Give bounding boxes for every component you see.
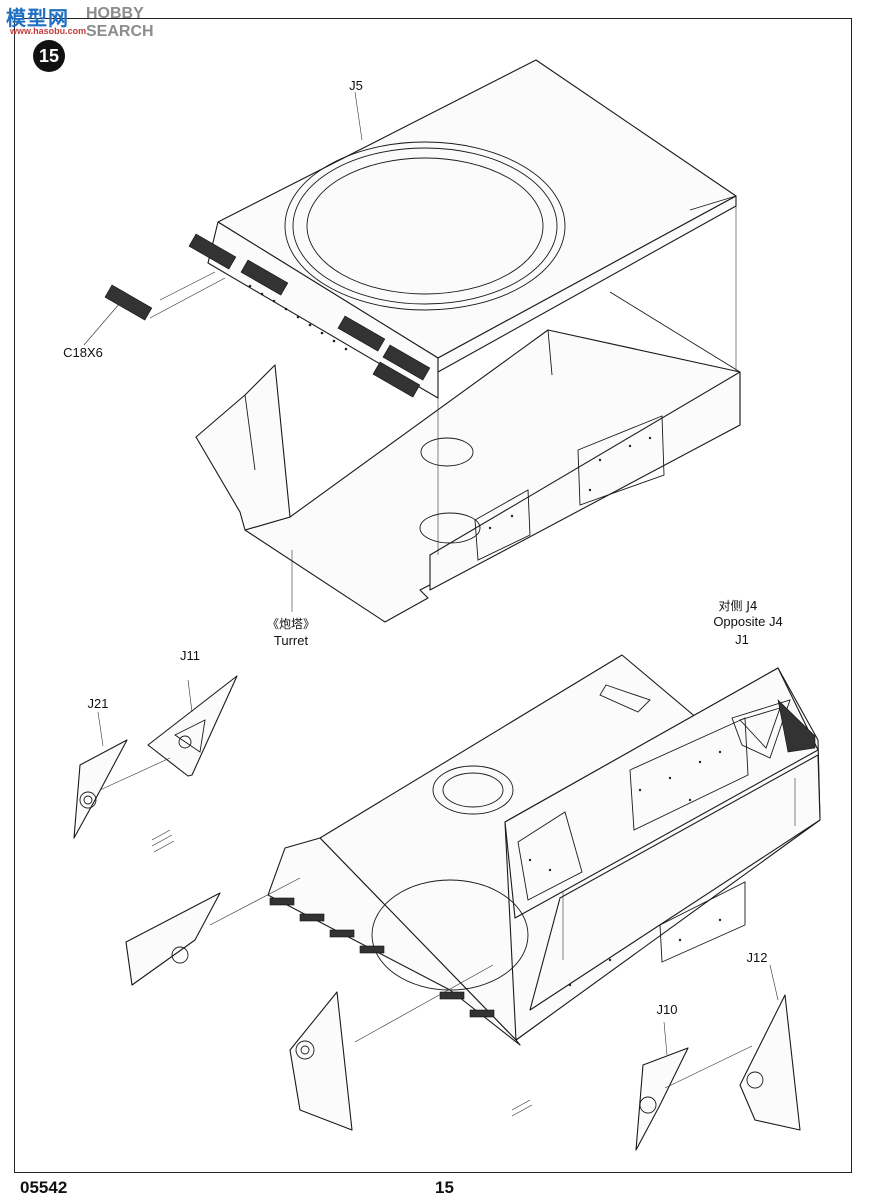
watermark-url: www.hasobu.com [10, 26, 87, 36]
watermark-cn: 模型网 [6, 6, 69, 30]
callout-j1: J1 [735, 632, 749, 647]
callout-j10: J10 [656, 1002, 678, 1017]
callout-j5: J5 [349, 78, 363, 93]
callout-turret-cn: 《炮塔》 [266, 617, 316, 631]
turret-body [195, 206, 741, 623]
watermark-en: HOBBY SEARCH [86, 5, 154, 40]
side-skirt-j10 [635, 1021, 753, 1151]
callout-j11: J11 [180, 648, 200, 663]
step-number-badge: 15 [33, 40, 65, 72]
callout-turret-en: Turret [273, 633, 309, 648]
turret-roof-j5 [83, 59, 737, 399]
watermark-logo: 模型网 HOBBY SEARCH www.hasobu.com [6, 2, 176, 40]
kit-number: 05542 [20, 1178, 68, 1197]
callout-j21: J21 [87, 696, 109, 711]
page-frame [14, 18, 852, 1173]
page-number: 15 [435, 1178, 454, 1197]
callout-opposite-en: Opposite J4 [713, 614, 783, 629]
side-skirt-left-lower [125, 877, 301, 986]
track-link-c18 [104, 233, 431, 398]
callout-j12: J12 [746, 950, 768, 965]
callout-c18: C18X6 [63, 345, 103, 360]
scan-artifacts [151, 829, 533, 1117]
side-skirt-j21 [73, 711, 171, 839]
side-skirt-j12 [739, 964, 801, 1131]
hull [267, 654, 821, 1046]
side-skirt-left-front [289, 964, 494, 1131]
callout-opposite-cn: 对侧 J4 [718, 599, 758, 613]
side-skirt-j11 [147, 675, 238, 777]
